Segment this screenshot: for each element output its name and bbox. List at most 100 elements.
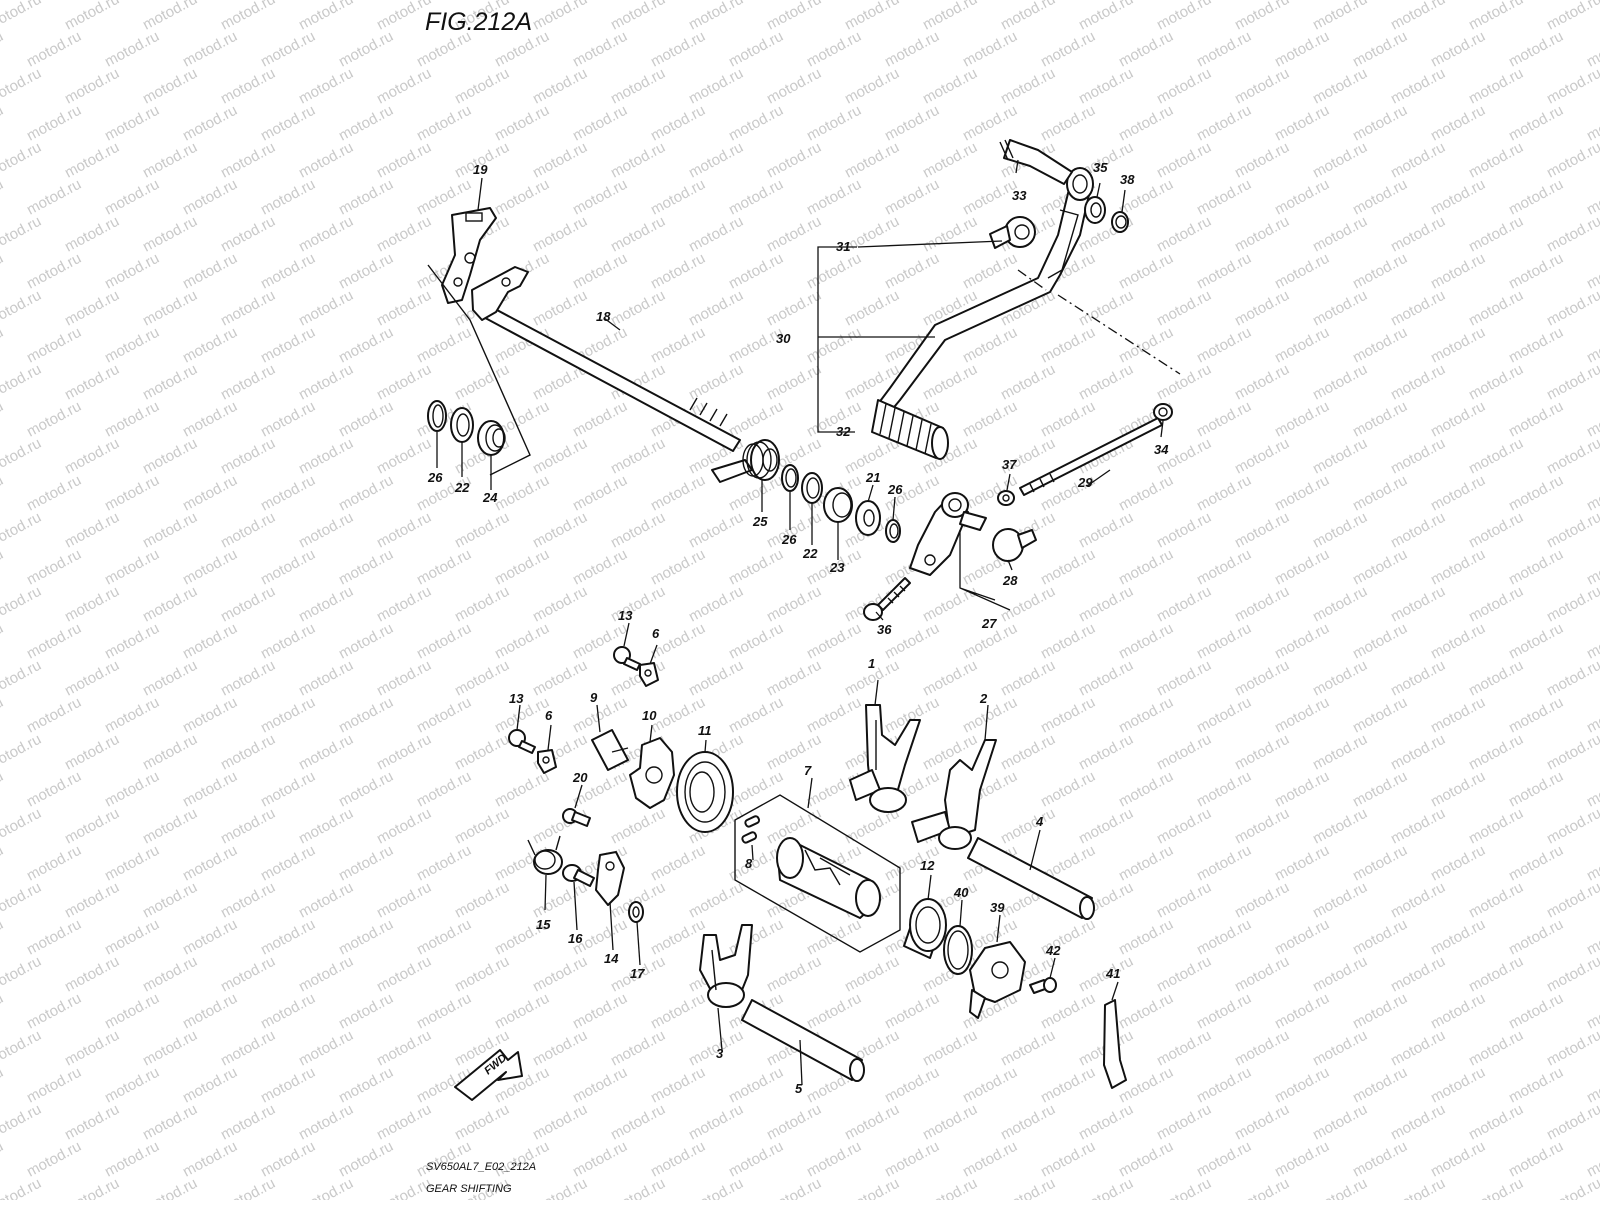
callout-12: 12: [920, 858, 935, 873]
watermark-text: motod.ru: [62, 1175, 122, 1200]
gearshift-fork-1: [849, 704, 921, 813]
watermark-text: motod.ru: [882, 250, 942, 293]
watermark-text: motod.ru: [374, 805, 434, 848]
watermark-text: motod.ru: [1506, 990, 1566, 1033]
watermark-text: motod.ru: [180, 1138, 240, 1181]
watermark-text: motod.ru: [1584, 546, 1600, 589]
watermark-text: motod.ru: [1232, 879, 1292, 922]
watermark-text: motod.ru: [1038, 1064, 1098, 1107]
watermark-text: motod.ru: [414, 990, 474, 1033]
watermark-text: motod.ru: [452, 509, 512, 552]
watermark-text: motod.ru: [1272, 694, 1332, 737]
watermark-text: motod.ru: [336, 768, 396, 811]
watermark-text: motod.ru: [452, 731, 512, 774]
watermark-text: motod.ru: [140, 953, 200, 996]
pin-8: [741, 815, 761, 844]
watermark-text: motod.ru: [492, 546, 552, 589]
watermark-text: motod.ru: [1194, 620, 1254, 663]
watermark-text: motod.ru: [998, 361, 1058, 404]
watermark-text: motod.ru: [1350, 768, 1410, 811]
watermark-text: motod.ru: [140, 1175, 200, 1200]
watermark-text: motod.ru: [374, 1101, 434, 1144]
watermark-text: motod.ru: [1154, 139, 1214, 182]
watermark-text: motod.ru: [960, 250, 1020, 293]
watermark-text: motod.ru: [258, 398, 318, 441]
watermark-text: motod.ru: [1544, 731, 1600, 774]
watermark-text: motod.ru: [180, 176, 240, 219]
callout-1: 1: [868, 656, 875, 671]
gearshift-cam-7: [734, 794, 901, 953]
watermark-text: motod.ru: [998, 657, 1058, 700]
callout-38: 38: [1120, 172, 1135, 187]
watermark-text: motod.ru: [180, 768, 240, 811]
callout-36: 36: [877, 622, 892, 637]
bracket-30: [817, 246, 935, 433]
watermark-text: motod.ru: [1350, 620, 1410, 663]
watermark-text: motod.ru: [1544, 0, 1600, 34]
watermark-text: motod.ru: [140, 1101, 200, 1144]
arm-outline-line: [427, 264, 531, 476]
watermark-text: motod.ru: [374, 583, 434, 626]
watermark-text: motod.ru: [1350, 102, 1410, 145]
watermark-text: motod.ru: [920, 0, 980, 34]
fork-shaft-4: [967, 837, 1095, 920]
watermark-text: motod.ru: [336, 28, 396, 71]
callout-28: 28: [1002, 573, 1018, 588]
watermark-text: motod.ru: [1076, 287, 1136, 330]
callout-37: 37: [1002, 457, 1017, 472]
watermark-text: motod.ru: [1388, 287, 1448, 330]
watermark-text: motod.ru: [180, 1064, 240, 1107]
callout-14: 14: [604, 951, 619, 966]
watermark-text: motod.ru: [296, 361, 356, 404]
watermark-text: motod.ru: [608, 213, 668, 256]
watermark-text: motod.ru: [0, 1175, 44, 1200]
watermark-text: motod.ru: [686, 509, 746, 552]
watermark-text: motod.ru: [764, 139, 824, 182]
watermark-text: motod.ru: [1350, 398, 1410, 441]
watermark-text: motod.ru: [1584, 842, 1600, 885]
watermark-text: motod.ru: [452, 583, 512, 626]
watermark-text: motod.ru: [530, 657, 590, 700]
watermark-text: motod.ru: [648, 842, 708, 885]
watermark-text: motod.ru: [1584, 250, 1600, 293]
watermark-text: motod.ru: [1428, 546, 1488, 589]
watermark-text: motod.ru: [1154, 657, 1214, 700]
watermark-text: motod.ru: [1272, 1138, 1332, 1181]
watermark-text: motod.ru: [1038, 620, 1098, 663]
watermark-text: motod.ru: [414, 768, 474, 811]
watermark-text: motod.ru: [530, 287, 590, 330]
watermark-text: motod.ru: [1428, 620, 1488, 663]
watermark-text: motod.ru: [140, 0, 200, 34]
watermark-text: motod.ru: [336, 990, 396, 1033]
watermark-text: motod.ru: [686, 0, 746, 34]
watermark-text: motod.ru: [218, 953, 278, 996]
watermark-text: motod.ru: [1154, 583, 1214, 626]
watermark-text: motod.ru: [920, 583, 980, 626]
watermark-text: motod.ru: [140, 139, 200, 182]
callout-15: 15: [536, 917, 551, 932]
watermark-text: motod.ru: [24, 250, 84, 293]
watermark-text: motod.ru: [1466, 509, 1526, 552]
watermark-text: motod.ru: [218, 361, 278, 404]
watermark-text: motod.ru: [920, 731, 980, 774]
nut-34: [1153, 403, 1173, 421]
watermark-text: motod.ru: [1428, 28, 1488, 71]
joint-31: [989, 216, 1036, 249]
watermark-text: motod.ru: [258, 768, 318, 811]
watermark-text: motod.ru: [218, 435, 278, 478]
watermark-text: motod.ru: [1350, 472, 1410, 515]
watermark-text: motod.ru: [842, 65, 902, 108]
watermark-text: motod.ru: [296, 731, 356, 774]
watermark-text: motod.ru: [1272, 250, 1332, 293]
watermark-text: motod.ru: [102, 250, 162, 293]
watermark-text: motod.ru: [24, 324, 84, 367]
watermark-text: motod.ru: [62, 879, 122, 922]
watermark-text: motod.ru: [296, 879, 356, 922]
watermark-text: motod.ru: [1232, 805, 1292, 848]
watermark-text: motod.ru: [998, 1175, 1058, 1200]
watermark-text: motod.ru: [1466, 731, 1526, 774]
watermark-text: motod.ru: [1194, 768, 1254, 811]
watermark-text: motod.ru: [920, 213, 980, 256]
watermark-text: motod.ru: [24, 1064, 84, 1107]
watermark-text: motod.ru: [140, 731, 200, 774]
